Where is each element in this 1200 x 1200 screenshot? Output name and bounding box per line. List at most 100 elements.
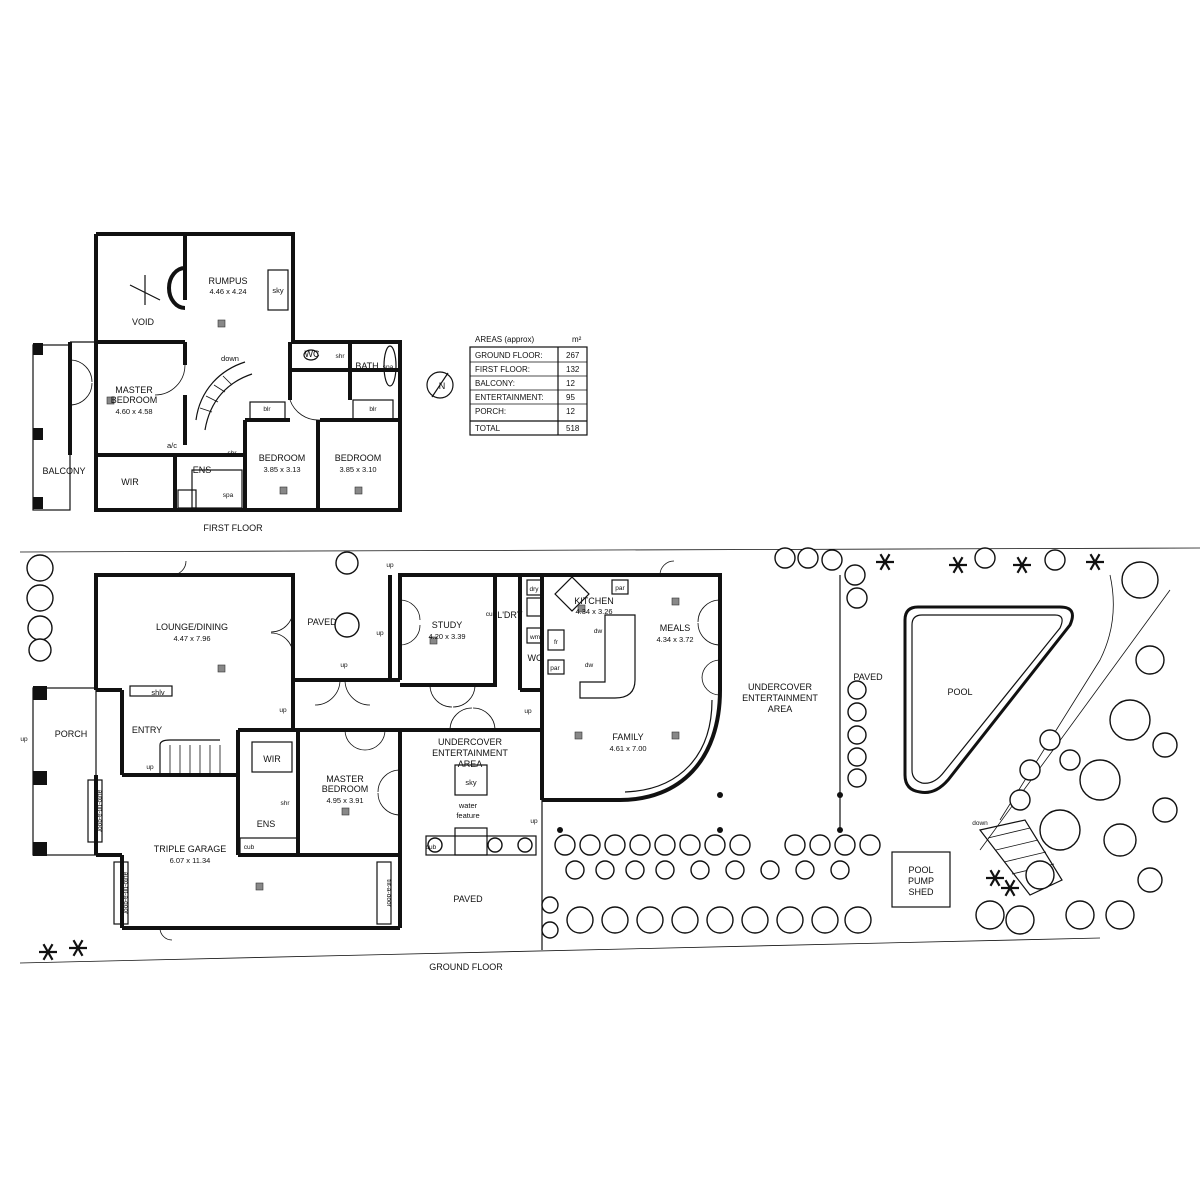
tree-icon [1019, 759, 1041, 781]
ground-sky-label: sky [465, 778, 477, 787]
tree-icon [654, 834, 676, 856]
tree-icon [834, 834, 856, 856]
palm-icon [986, 869, 1004, 887]
fr-label: fr [554, 639, 559, 646]
rumpus-curved-wall [167, 266, 186, 310]
ground-wir-name: WIR [263, 754, 281, 764]
areas-row-label: PORCH: [475, 407, 506, 416]
first-spa-2-label: spa [383, 364, 394, 371]
pool-pump-shed-outline [891, 851, 951, 908]
palm-icon [1086, 553, 1104, 571]
ground-master-name-2: BEDROOM [322, 784, 369, 794]
tree-icon [706, 906, 734, 934]
kitchen-island [579, 614, 636, 699]
first-floor-plan: RUMPUS 4.46 x 4.24 sky VOID down MASTER … [32, 232, 402, 533]
tree-icon [1152, 797, 1178, 823]
tree-icon [859, 834, 881, 856]
undercover-mid-3: AREA [458, 759, 483, 769]
tree-icon [830, 860, 850, 880]
ground-shr-label: shr [280, 800, 290, 807]
palm-icon [876, 553, 894, 571]
areas-row-label: ENTERTAINMENT: [475, 393, 544, 402]
tree-icon [784, 834, 806, 856]
ground-down-label: down [972, 820, 988, 827]
tree-icon [975, 900, 1005, 930]
ac-label: a/c [167, 441, 177, 450]
tree-icon [844, 906, 872, 934]
tree-icon [26, 554, 54, 582]
undercover-east-1: UNDERCOVER [748, 682, 813, 692]
garage-size: 6.07 x 11.34 [170, 856, 211, 865]
lounge-dining-walls [94, 573, 295, 690]
ground-wc-name: WC [528, 653, 543, 663]
tilt-door-label: tilt-a-door [385, 879, 392, 907]
up-5-label: up [20, 736, 28, 743]
tree-icon [566, 906, 594, 934]
tree-icon [1065, 900, 1095, 930]
bedroom-2-size: 3.85 x 3.10 [339, 465, 376, 474]
family-size: 4.61 x 7.00 [609, 744, 646, 753]
shed-line-1: POOL [908, 865, 933, 875]
areas-row-value: 12 [566, 379, 575, 388]
tree-icon [1121, 561, 1159, 599]
par-2-label: par [550, 665, 560, 672]
areas-total-label: TOTAL [475, 424, 501, 433]
up-7-label: up [524, 708, 532, 715]
tree-icon [671, 906, 699, 934]
stair-down-label: down [221, 354, 239, 363]
tree-icon [760, 860, 780, 880]
first-wc-name: WC [305, 349, 320, 359]
first-spa-1-label: spa [223, 492, 234, 499]
tree-icon [725, 860, 745, 880]
areas-total-value: 518 [566, 424, 580, 433]
blr-1-label: blr [263, 406, 271, 413]
tree-icon [847, 768, 867, 788]
tree-icon [28, 638, 52, 662]
up-8-label: up [530, 818, 538, 825]
kitchen-size: 4.34 x 3.26 [575, 607, 612, 616]
void-name: VOID [132, 317, 155, 327]
tree-icon [655, 860, 675, 880]
cub-3-label: cub [426, 844, 437, 851]
first-floor-caption: FIRST FLOOR [203, 523, 263, 533]
areas-row-label: BALCONY: [475, 379, 515, 388]
tree-icon [629, 834, 651, 856]
dw-2-label: dw [585, 662, 594, 669]
tree-icon [604, 834, 626, 856]
tree-icon [554, 834, 576, 856]
tree-icon [679, 834, 701, 856]
first-shr-1-label: shr [227, 450, 237, 457]
auto-door-1-label: auto-tilt-a-door [96, 790, 103, 833]
study-name: STUDY [432, 620, 463, 630]
tree-icon [27, 615, 53, 641]
tree-icon [1152, 732, 1178, 758]
paved-court-name: PAVED [307, 617, 337, 627]
first-ens-name: ENS [193, 465, 212, 475]
tree-icon [1135, 645, 1165, 675]
tree-icon [1044, 549, 1066, 571]
tree-icon [1005, 905, 1035, 935]
dw-1-label: dw [594, 628, 603, 635]
first-wir-name: WIR [121, 477, 139, 487]
ground-floor-plan: LOUNGE/DINING 4.47 x 7.96 PAVED STUDY 4.… [19, 547, 1200, 972]
shed-line-3: SHED [908, 887, 934, 897]
landscape-trees [26, 547, 1178, 961]
ground-master-size: 4.95 x 3.91 [326, 796, 363, 805]
tree-icon [1103, 823, 1137, 857]
bedroom-2-name: BEDROOM [335, 453, 382, 463]
paved-front-name: PAVED [453, 894, 483, 904]
tree-icon [809, 834, 831, 856]
ground-floor-caption: GROUND FLOOR [429, 962, 503, 972]
tree-icon [487, 837, 503, 853]
bedroom-1-name: BEDROOM [259, 453, 306, 463]
undercover-mid-1: UNDERCOVER [438, 737, 503, 747]
dry-label: dry [529, 586, 539, 593]
areas-row-value: 95 [566, 393, 575, 402]
par-1-label: par [615, 585, 625, 592]
entry-stair [159, 739, 220, 775]
palm-icon [39, 943, 57, 961]
tree-icon [844, 564, 866, 586]
areas-table-title: AREAS (approx) [475, 335, 534, 344]
north-arrow-icon: N [426, 371, 454, 399]
tree-icon [579, 834, 601, 856]
